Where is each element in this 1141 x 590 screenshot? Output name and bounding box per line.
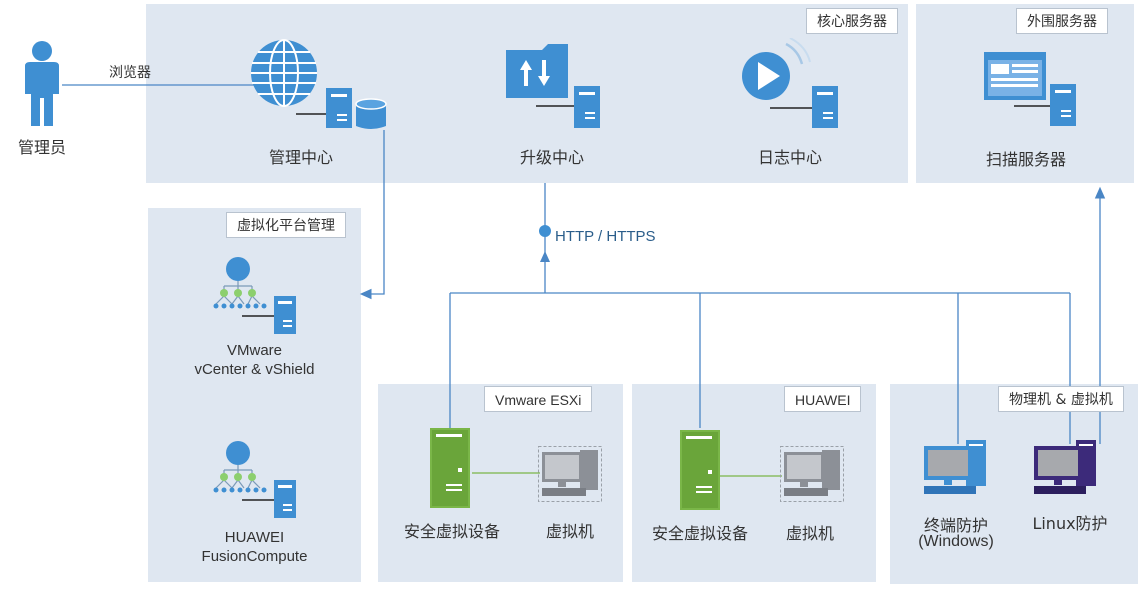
core-item-label: 管理中心 bbox=[268, 148, 333, 167]
virt-mgmt-tag: 虚拟化平台管理 bbox=[226, 212, 346, 238]
core-item-label: 升级中心 bbox=[519, 148, 584, 167]
scan-server-icon bbox=[984, 52, 1076, 126]
windows-endpoint-icon bbox=[924, 440, 986, 494]
huawei-host-tag: HUAWEI bbox=[784, 386, 862, 412]
vmware-vcenter-line1: VMware bbox=[226, 342, 282, 359]
upgrade-folder-server-icon bbox=[506, 44, 600, 128]
virtual-machine-icon bbox=[780, 446, 844, 502]
scan-server-label: 扫描服务器 bbox=[985, 150, 1066, 169]
virt-mgmt-panel bbox=[148, 208, 361, 582]
browser-link-label: 浏览器 bbox=[109, 65, 151, 81]
security-appliance-icon bbox=[430, 428, 470, 508]
physical-tag: 物理机 & 虚拟机 bbox=[998, 386, 1124, 412]
virtual-machine-label: 虚拟机 bbox=[785, 524, 834, 543]
esxi-tag: Vmware ESXi bbox=[484, 386, 593, 412]
org-hierarchy-server-icon bbox=[213, 257, 296, 334]
virtual-machine-icon bbox=[538, 446, 602, 502]
physical-panel bbox=[890, 384, 1138, 584]
vmware-vcenter-line2: vCenter & vShield bbox=[194, 361, 315, 378]
virtual-machine-label: 虚拟机 bbox=[545, 522, 594, 541]
security-appliance-label: 安全虚拟设备 bbox=[403, 522, 500, 541]
admin-person-icon bbox=[25, 41, 59, 126]
external-server-tag: 外围服务器 bbox=[1016, 8, 1108, 34]
linux-endpoint-label: Linux防护 bbox=[1032, 514, 1108, 533]
linux-endpoint-icon bbox=[1034, 440, 1096, 494]
windows-endpoint-label-line2: (Windows) bbox=[918, 533, 994, 550]
protocol-label: HTTP / HTTPS bbox=[555, 228, 656, 245]
org-hierarchy-server-icon bbox=[213, 441, 296, 518]
globe-server-database-icon bbox=[251, 39, 387, 129]
admin-label: 管理员 bbox=[17, 138, 66, 157]
security-appliance-icon bbox=[680, 430, 720, 510]
security-appliance-label: 安全虚拟设备 bbox=[651, 524, 748, 543]
core-item-label: 日志中心 bbox=[757, 148, 822, 167]
huawei-fusioncompute-line2: FusionCompute bbox=[201, 548, 308, 565]
windows-endpoint-label-line1: 终端防护 bbox=[923, 516, 988, 535]
core-server-tag: 核心服务器 bbox=[806, 8, 898, 34]
huawei-fusioncompute-line1: HUAWEI bbox=[224, 529, 285, 546]
log-play-server-icon bbox=[742, 38, 838, 128]
